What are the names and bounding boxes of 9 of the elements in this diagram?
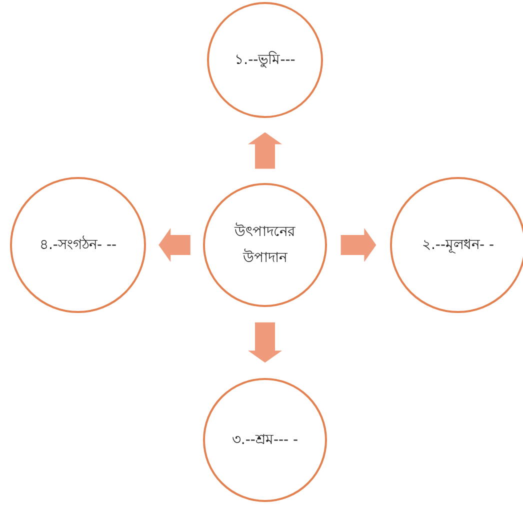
node-label: ৪.-সংগঠন- -- [38,234,118,255]
block-arrow [248,322,282,363]
block-arrow [158,228,190,262]
block-arrow [248,132,282,169]
block-arrow [340,228,376,262]
node-label: ১.--ভুমি--- [234,50,296,70]
node-label: ৩.--শ্রম--- - [230,431,300,450]
node-label: ২.--মূলধন- - [420,236,496,256]
node-label: উৎপাদনের উপাদান [233,222,296,268]
